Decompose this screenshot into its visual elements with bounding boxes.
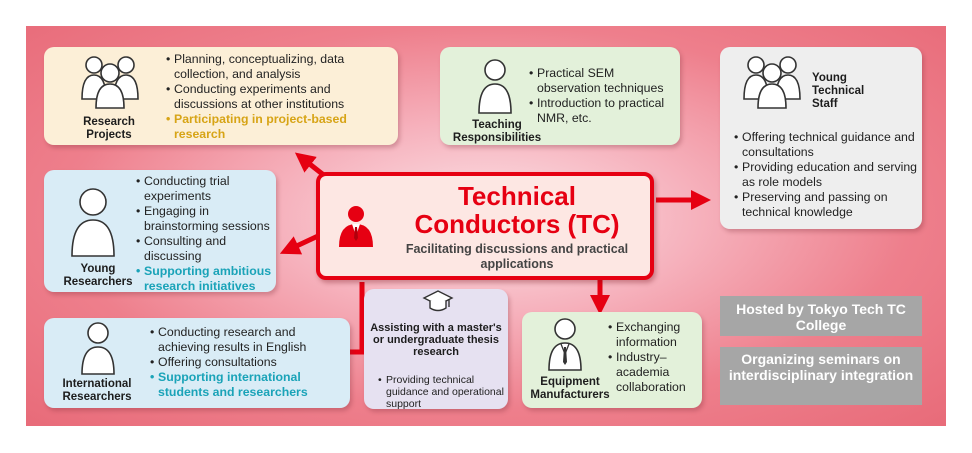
international-researchers-label: International Researchers — [62, 378, 132, 403]
arrow-to-young-researchers — [279, 233, 320, 255]
group-of-people-icon — [80, 53, 140, 109]
list-item: Conducting trial experiments — [136, 174, 274, 204]
young-researchers-card: Young Researchers Conducting trial exper… — [44, 170, 276, 294]
person-icon — [71, 188, 115, 258]
equipment-label: Equipment Manufacturers — [530, 376, 610, 401]
businessman-icon — [548, 318, 582, 372]
international-list: Conducting research and achieving result… — [150, 325, 346, 400]
thesis-list: Providing technical guidance and operati… — [378, 374, 504, 410]
person-icon — [478, 59, 512, 115]
teaching-label: Teaching Responsibilities — [452, 119, 542, 144]
highlight-item: Supporting international students and re… — [150, 370, 346, 400]
list-item: Exchanging information — [608, 320, 700, 350]
young-researchers-label: Young Researchers — [63, 263, 133, 288]
list-item: Providing technical guidance and operati… — [378, 374, 504, 410]
technical-conductors-box: Technical Conductors (TC) Facilitating d… — [316, 172, 654, 280]
list-item: Conducting research and achieving result… — [150, 325, 346, 355]
hosted-by-box: Hosted by Tokyo Tech TC College — [720, 296, 922, 336]
list-item: Introduction to practical NMR, etc. — [529, 96, 677, 126]
list-item: Preserving and passing on technical know… — [734, 190, 918, 220]
young-staff-card: Young Technical Staff Offering technical… — [720, 47, 922, 229]
seminars-box: Organizing seminars on interdisciplinary… — [720, 347, 922, 405]
young-staff-label: Young Technical Staff — [812, 72, 865, 110]
person-in-suit-icon — [338, 206, 374, 248]
list-item: Conducting experiments and discussions a… — [166, 82, 392, 112]
research-projects-card: Research Projects Planning, conceptualiz… — [44, 47, 398, 145]
list-item: Practical SEM observation techniques — [529, 66, 677, 96]
list-item: Offering technical guidance and consulta… — [734, 130, 918, 160]
person-icon — [81, 322, 115, 376]
group-of-people-icon — [742, 53, 802, 109]
list-item: Industry–academia collaboration — [608, 350, 700, 395]
list-item: Providing education and serving as role … — [734, 160, 918, 190]
seminars-text: Organizing seminars on interdisciplinary… — [728, 351, 914, 383]
list-item: Planning, conceptualizing, data collecti… — [166, 52, 392, 82]
highlight-item: Participating in project-based research — [166, 112, 392, 142]
list-item: Offering consultations — [150, 355, 346, 370]
young-staff-list: Offering technical guidance and consulta… — [734, 130, 918, 220]
thesis-card: Assisting with a master's or undergradua… — [364, 289, 508, 410]
teaching-card: Teaching Responsibilities Practical SEM … — [440, 47, 680, 145]
research-projects-list: Planning, conceptualizing, data collecti… — [166, 52, 392, 142]
equipment-list: Exchanging information Industry–academia… — [608, 320, 700, 395]
graduation-cap-icon — [422, 289, 454, 315]
research-projects-label: Research Projects — [83, 116, 135, 141]
international-researchers-card: International Researchers Conducting res… — [44, 318, 350, 408]
equipment-card: Equipment Manufacturers Exchanging infor… — [522, 312, 702, 408]
list-item: Engaging in brainstorming sessions — [136, 204, 274, 234]
list-item: Consulting and discussing — [136, 234, 274, 264]
thesis-title: Assisting with a master's or undergradua… — [370, 322, 502, 358]
teaching-list: Practical SEM observation techniques Int… — [529, 66, 677, 126]
hosted-by-text: Hosted by Tokyo Tech TC College — [736, 301, 906, 333]
center-subtitle: Facilitating discussions and practical a… — [405, 242, 629, 271]
highlight-item: Supporting ambitious research initiative… — [136, 264, 274, 294]
center-title: Technical Conductors (TC) — [414, 181, 620, 239]
young-researchers-list: Conducting trial experiments Engaging in… — [136, 174, 274, 294]
